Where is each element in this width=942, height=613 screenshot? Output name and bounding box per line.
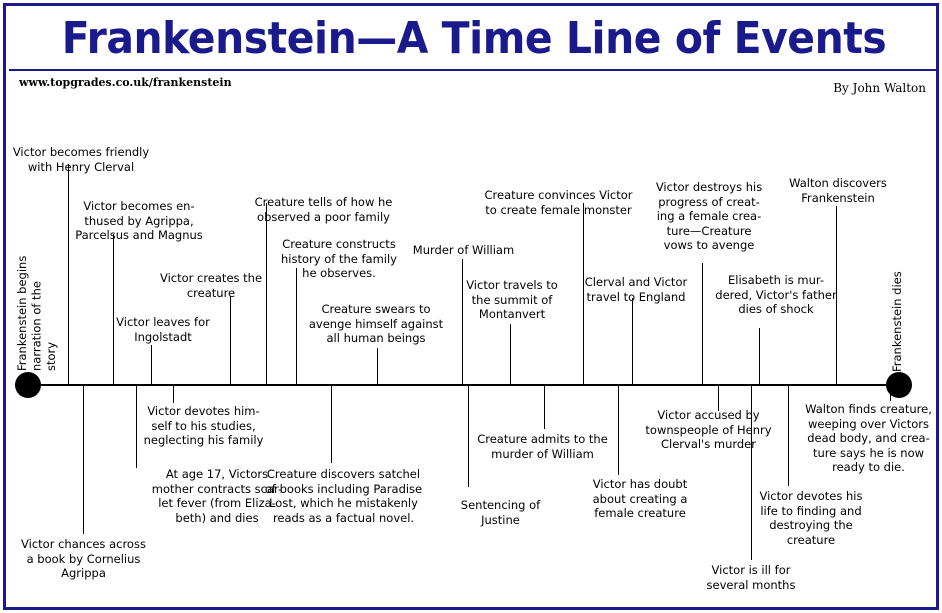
event-stem-b10 [788, 386, 789, 486]
event-stem-e6 [296, 268, 297, 384]
source-url: www.topgrades.co.uk/frankenstein [19, 76, 232, 89]
event-label-e7: Creature swears to avenge himself agains… [308, 302, 444, 345]
event-stem-b11 [890, 386, 891, 401]
event-stem-b8 [718, 386, 719, 411]
event-stem-b3 [173, 386, 174, 403]
event-stem-e5 [266, 203, 267, 384]
event-label-e9: Victor travels to the summit of Montanve… [466, 278, 558, 321]
event-label-e5: Creature tells of how he observed a poor… [254, 195, 393, 224]
event-stem-e13 [759, 328, 760, 384]
author-credit: By John Walton [833, 81, 926, 95]
event-label-b6: Creature admits to the murder of William [477, 432, 608, 461]
event-stem-e4 [151, 345, 152, 384]
event-stem-e1 [68, 164, 69, 384]
event-label-b5: Sentencing of Justine [460, 498, 541, 527]
event-stem-e7 [377, 348, 378, 384]
event-label-e1: Victor becomes friendly with Henry Clerv… [12, 145, 150, 174]
event-label-e13: Elisabeth is mur- dered, Victor's father… [715, 273, 837, 316]
event-stem-b5 [468, 386, 469, 487]
event-stem-e2 [113, 234, 114, 384]
event-stem-b1 [83, 386, 84, 534]
event-label-b3: Victor devotes him- self to his studies,… [143, 404, 264, 447]
event-label-e10: Creature convinces Victor to create fema… [484, 188, 633, 217]
event-stem-e10 [583, 203, 584, 384]
event-label-e8: Murder of William [412, 243, 515, 257]
event-label-e14: Walton discovers Frankenstein [789, 176, 887, 205]
event-label-b1: Victor chances across a book by Corneliu… [21, 537, 146, 580]
event-stem-e8 [462, 259, 463, 384]
event-stem-e11 [632, 298, 633, 384]
event-stem-e12 [702, 263, 703, 384]
event-stem-b7 [618, 386, 619, 475]
event-stem-b6 [544, 386, 545, 429]
event-stem-e9 [510, 324, 511, 384]
event-label-b8: Victor accused by townspeople of Henry C… [645, 408, 772, 451]
event-label-e11: Clerval and Victor travel to England [584, 275, 688, 304]
page-title: Frankenstein—A Time Line of Events [61, 13, 887, 64]
event-label-b9: Victor is ill for several months [706, 563, 796, 592]
event-label-b10: Victor devotes his life to finding and d… [759, 489, 863, 547]
event-label-e3: Victor creates the creature [159, 271, 263, 300]
event-label-e6: Creature constructs history of the famil… [281, 237, 397, 280]
event-label-e12: Victor destroys his progress of creat- i… [655, 180, 763, 252]
event-stem-b9 [751, 386, 752, 560]
event-label-b7: Victor has doubt about creating a female… [592, 477, 688, 520]
event-label-b11: Walton finds creature, weeping over Vict… [805, 402, 932, 474]
title-divider [9, 69, 939, 71]
event-label-e2: Victor becomes en- thused by Agrippa, Pa… [75, 199, 203, 242]
event-stem-b4 [331, 386, 332, 463]
timeline-start-marker [15, 372, 41, 398]
event-label-b4: Creature discovers satchel of books incl… [264, 467, 423, 525]
event-label-e4: Victor leaves for Ingolstadt [116, 315, 210, 344]
event-stem-e3 [230, 296, 231, 384]
event-label-b2: At age 17, Victors mother contracts scar… [151, 467, 283, 525]
timeline-axis [28, 384, 899, 386]
event-stem-b2 [136, 386, 137, 468]
timeline-start-label: Frankenstein begins narration of the sto… [15, 255, 58, 371]
event-stem-e14 [836, 206, 837, 384]
timeline-end-label: Frankenstein dies [890, 271, 904, 372]
poster-frame: Frankenstein—A Time Line of Events www.t… [3, 3, 939, 610]
